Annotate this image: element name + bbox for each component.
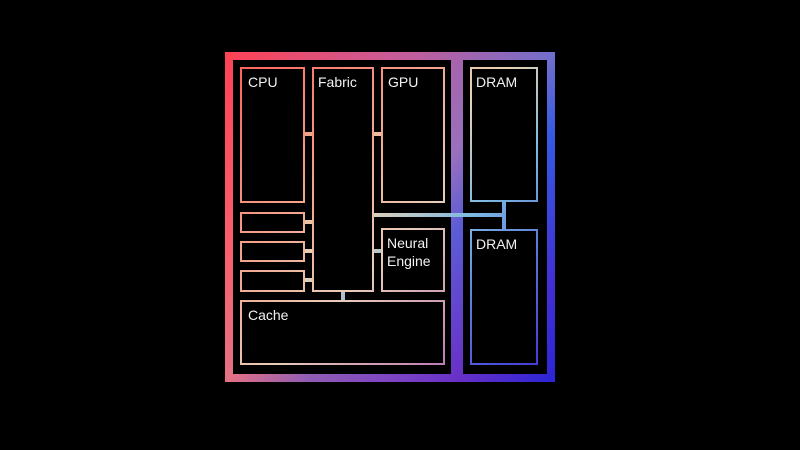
dram-bottom-block [470, 229, 538, 365]
io-block-2 [240, 241, 305, 262]
neural-engine-label-line1: Neural [387, 235, 428, 251]
dram-bottom-label: DRAM [476, 236, 517, 252]
soc-blocks [240, 67, 445, 365]
neural-engine-block [381, 228, 445, 292]
fabric-label: Fabric [318, 74, 357, 90]
gpu-label: GPU [388, 74, 418, 90]
interconnects [304, 132, 506, 301]
fabric-block [312, 67, 374, 292]
dram-top-label: DRAM [476, 74, 517, 90]
memory-blocks [470, 67, 538, 365]
io-block-1 [240, 212, 305, 233]
io-block-3 [240, 270, 305, 292]
dram-top-block [470, 67, 538, 202]
cache-block [240, 300, 445, 365]
block-labels: CPU Fabric GPU DRAM DRAM Neural Engine C… [248, 74, 517, 323]
cache-label: Cache [248, 307, 289, 323]
neural-engine-label-line2: Engine [387, 253, 431, 269]
gpu-block [381, 67, 445, 203]
cpu-label: CPU [248, 74, 278, 90]
cpu-block [240, 67, 305, 203]
